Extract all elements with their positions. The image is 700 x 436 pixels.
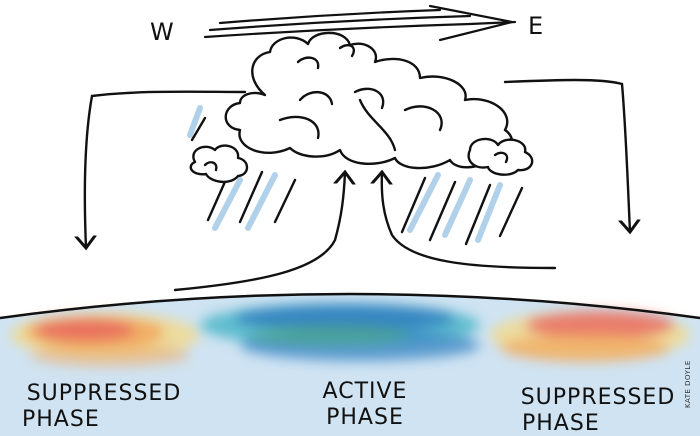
west-to-east-arrow [203, 4, 517, 42]
phase-label-line: SUPPRESSED [26, 381, 182, 406]
artist-signature: KATE DOYLE [684, 360, 692, 408]
rain-streaks-blue [187, 105, 503, 243]
phase-label-line: PHASE [522, 411, 600, 436]
suppressed-left-phase-label: SUPPRESSED PHASE [14, 383, 194, 431]
phase-label-line: ACTIVE [322, 379, 408, 404]
right-rising-arrow [382, 172, 557, 270]
west-label: W [150, 18, 175, 46]
left-rising-arrow [173, 172, 345, 292]
horizon-line [0, 292, 700, 320]
left-descending-arrow [85, 90, 247, 248]
suppressed-right-phase-label: SUPPRESSED PHASE [508, 387, 688, 435]
active-phase-cool-patch [200, 303, 480, 361]
phase-label-line: PHASE [22, 407, 100, 432]
suppressed-left-warm-patch [10, 313, 200, 367]
right-descending-arrow [503, 78, 630, 232]
suppressed-right-warm-patch [490, 311, 690, 362]
east-label: E [528, 12, 545, 40]
phase-label-line: PHASE [326, 405, 404, 430]
active-phase-label: ACTIVE PHASE [300, 381, 430, 429]
convective-cloud [189, 31, 534, 184]
phase-label-line: SUPPRESSED [520, 385, 676, 410]
